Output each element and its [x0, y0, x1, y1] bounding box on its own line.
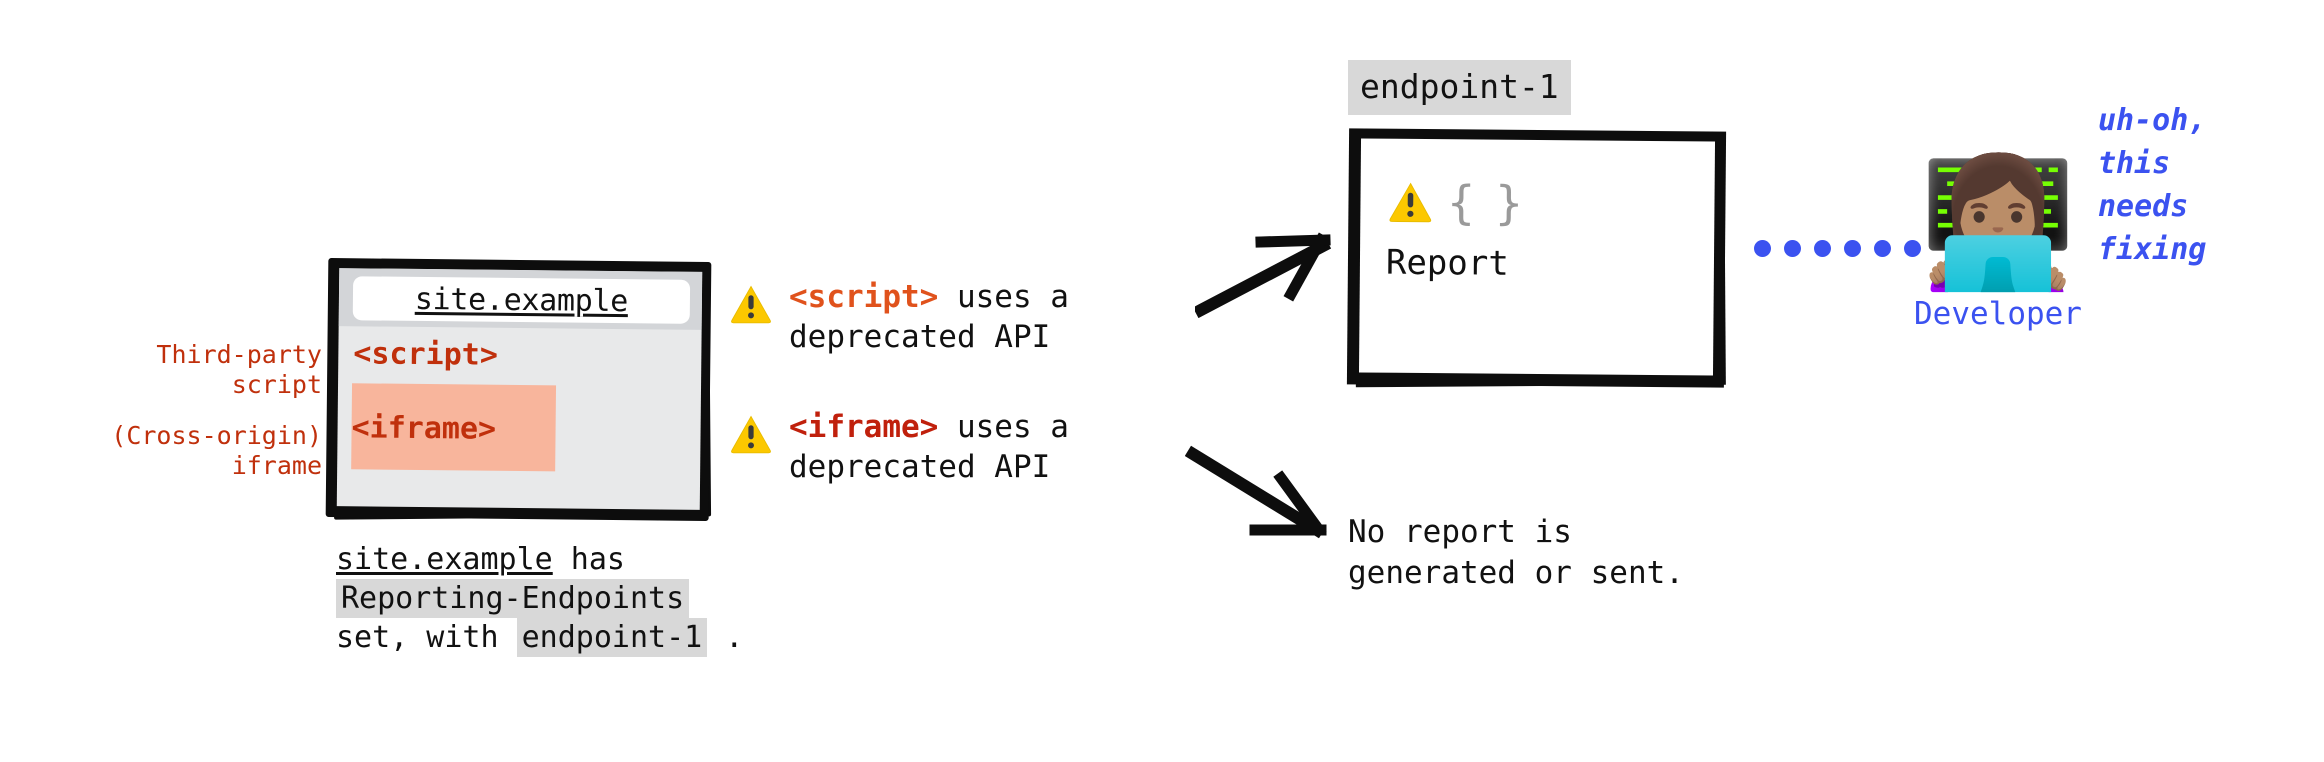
url-text: site.example — [414, 281, 629, 319]
caption-site-name: site.example — [336, 542, 553, 577]
speech-line-1: uh-oh, — [2098, 103, 2207, 138]
warning-triangle-icon — [1389, 182, 1432, 223]
browser-window-inner: site.example <script> <iframe> — [336, 268, 703, 510]
caption-line-3-suffix: . — [707, 620, 744, 655]
report-box-inner: { } Report — [1358, 138, 1716, 376]
page-iframe-tag: <iframe> — [351, 410, 497, 447]
caption-line-3: set, with endpoint-1 . — [336, 618, 976, 657]
woman-technologist-icon: 👩🏽‍💻 — [1919, 149, 2077, 296]
side-annotations: Third-party script (Cross-origin) iframe — [60, 340, 322, 480]
connector-dot — [1874, 240, 1891, 257]
connector-dot — [1754, 240, 1771, 257]
report-label: Report — [1385, 242, 1509, 284]
warning-script-text: <script> uses a deprecated API — [789, 277, 1069, 358]
no-report-line-1: No report is — [1348, 514, 1572, 550]
caption-line-3-prefix: set, with — [336, 620, 517, 655]
speech-line-2: this — [2098, 145, 2171, 181]
annotation-line: Third-party — [156, 340, 322, 369]
caption-header-chip: Reporting-Endpoints — [336, 579, 690, 618]
annotation-line: script — [231, 369, 322, 399]
report-box: { } Report — [1346, 128, 1728, 388]
browser-window: site.example <script> <iframe> — [325, 258, 712, 521]
annotation-cross-origin-iframe: (Cross-origin) iframe — [60, 421, 322, 480]
warning-triangle-icon — [731, 285, 771, 324]
developer-speech: uh-oh, this needs fixing — [2098, 100, 2206, 272]
report-icon-row: { } — [1388, 175, 1526, 230]
no-report-line-2: generated or sent. — [1348, 554, 1684, 591]
report-box-frame: { } Report — [1346, 128, 1727, 388]
warning-triangle-icon — [731, 415, 771, 454]
warning-script-row: <script> uses a deprecated API — [730, 277, 1069, 358]
browser-window-frame: site.example <script> <iframe> — [325, 258, 712, 521]
page-script-tag: <script> — [353, 336, 499, 373]
annotation-line: (Cross-origin) — [111, 421, 322, 450]
arrow-to-report-icon — [1195, 232, 1332, 318]
connector-dot — [1784, 240, 1801, 257]
caption-line-1-rest: has — [552, 542, 625, 577]
browser-viewport: <script> <iframe> — [337, 326, 702, 510]
dotted-connector — [1754, 240, 1921, 257]
caption-line-1: site.example has — [336, 540, 976, 579]
annotation-line: iframe — [231, 450, 322, 480]
speech-line-3: needs — [2098, 188, 2189, 224]
speech-line-4: fixing — [2098, 231, 2207, 267]
developer-figure: 👩🏽‍💻 Developer — [1905, 149, 2091, 333]
warning-script-tag: <script> — [789, 279, 939, 315]
warning-iframe-tag: <iframe> — [789, 409, 939, 445]
connector-dot — [1904, 240, 1921, 257]
caption-line-2: Reporting-Endpoints — [336, 579, 976, 618]
url-bar[interactable]: site.example — [352, 276, 691, 324]
connector-dot — [1844, 240, 1861, 257]
warning-script-rest: uses a — [938, 279, 1069, 315]
annotation-third-party-script: Third-party script — [60, 340, 322, 399]
browser-caption: site.example has Reporting-Endpoints set… — [336, 540, 976, 657]
warning-script-line2: deprecated API — [789, 319, 1051, 356]
connector-dot — [1814, 240, 1831, 257]
browser-chrome-bar: site.example — [338, 268, 703, 330]
warning-iframe-rest: uses a — [938, 409, 1069, 445]
warning-iframe-line2: deprecated API — [789, 449, 1051, 486]
arrow-to-no-report-icon — [1185, 445, 1327, 539]
warning-iframe-text: <iframe> uses a deprecated API — [789, 407, 1069, 488]
endpoint-badge: endpoint-1 — [1348, 60, 1571, 115]
developer-label: Developer — [1914, 296, 2082, 332]
json-braces-icon: { } — [1446, 175, 1526, 230]
caption-endpoint-chip: endpoint-1 — [516, 618, 708, 657]
warning-iframe-row: <iframe> uses a deprecated API — [730, 407, 1069, 488]
no-report-text: No report is generated or sent. — [1348, 512, 1684, 594]
